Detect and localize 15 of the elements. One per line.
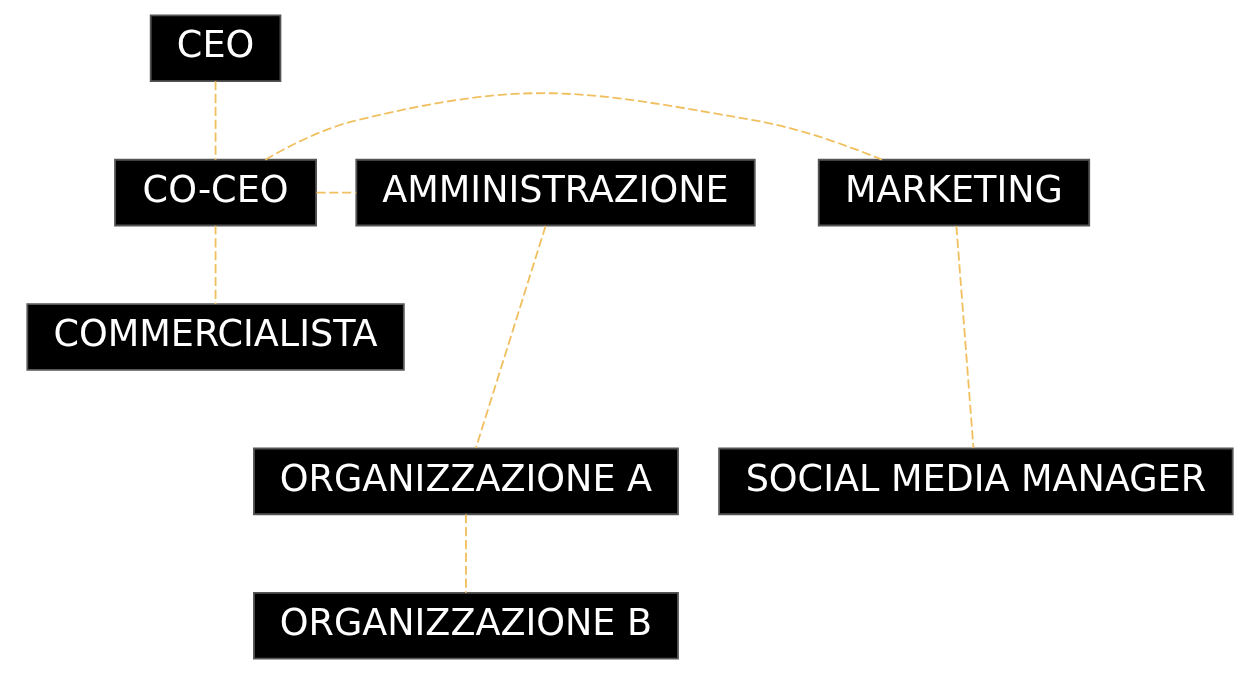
- node-box: CEO: [149, 14, 281, 83]
- node-box: ORGANIZZAZIONE B: [252, 591, 679, 660]
- connector: [214, 80, 216, 161]
- node-box: MARKETING: [817, 158, 1090, 227]
- connector: [464, 513, 467, 594]
- node-box: CO-CEO: [113, 158, 317, 227]
- node-box: SOCIAL MEDIA MANAGER: [717, 447, 1234, 516]
- node-box: ORGANIZZAZIONE A: [252, 447, 679, 516]
- node-box: AMMINISTRAZIONE: [354, 158, 756, 227]
- connector: [315, 191, 357, 194]
- connector: [214, 224, 216, 305]
- connector: [264, 92, 883, 161]
- connector: [954, 225, 974, 449]
- connector: [474, 225, 546, 449]
- node-box: COMMERCIALISTA: [25, 303, 405, 371]
